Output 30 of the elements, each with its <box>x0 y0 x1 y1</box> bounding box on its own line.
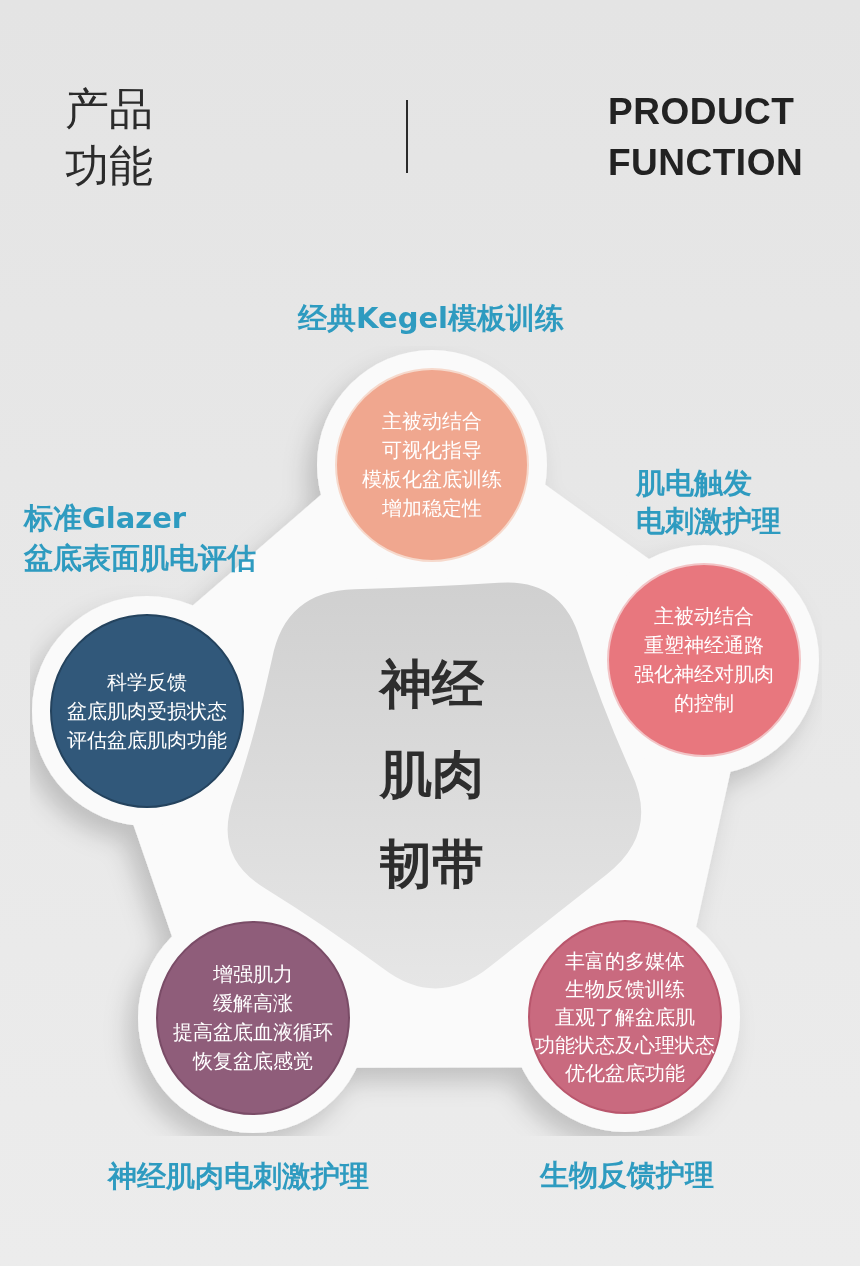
feature-text: 科学反馈 <box>107 668 187 696</box>
feature-heading: 标准Glazer <box>24 500 187 536</box>
feature-text: 缓解高涨 <box>213 990 293 1017</box>
feature-text: 生物反馈训练 <box>565 976 685 1003</box>
feature-heading: 盆底表面肌电评估 <box>24 540 256 576</box>
feature-text: 的控制 <box>674 690 734 717</box>
feature-text: 功能状态及心理状态 <box>535 1032 715 1059</box>
feature-text: 增强肌力 <box>213 961 293 988</box>
feature-text: 模板化盆底训练 <box>362 466 502 493</box>
feature-heading: 经典Kegel模板训练 <box>298 300 564 336</box>
feature-text: 主被动结合 <box>382 408 482 435</box>
feature-text: 直观了解盆底肌 <box>555 1004 695 1031</box>
page-title: 产品功能 <box>65 82 154 193</box>
feature-text: 评估盆底肌肉功能 <box>67 726 227 754</box>
feature-heading: 电刺激护理 <box>636 503 781 539</box>
center-label: 神经肌肉韧带 <box>377 653 486 897</box>
feature-text: 强化神经对肌肉 <box>634 661 774 688</box>
feature-text: 主被动结合 <box>654 603 754 630</box>
feature-text: 丰富的多媒体 <box>565 948 685 975</box>
feature-text: 恢复盆底感觉 <box>193 1048 313 1075</box>
feature-heading: 肌电触发 <box>636 465 752 501</box>
feature-heading: 生物反馈护理 <box>540 1157 714 1193</box>
feature-text: 盆底肌肉受损状态 <box>67 697 227 725</box>
feature-text: 可视化指导 <box>382 437 482 464</box>
feature-heading: 神经肌肉电刺激护理 <box>108 1158 369 1194</box>
feature-text: 重塑神经通路 <box>644 632 764 659</box>
feature-text: 优化盆底功能 <box>565 1060 685 1087</box>
feature-text: 增加稳定性 <box>382 495 482 522</box>
subtitle-text: PRODUCT FUNCTION <box>608 90 804 185</box>
feature-text: 提高盆底血液循环 <box>173 1019 333 1046</box>
